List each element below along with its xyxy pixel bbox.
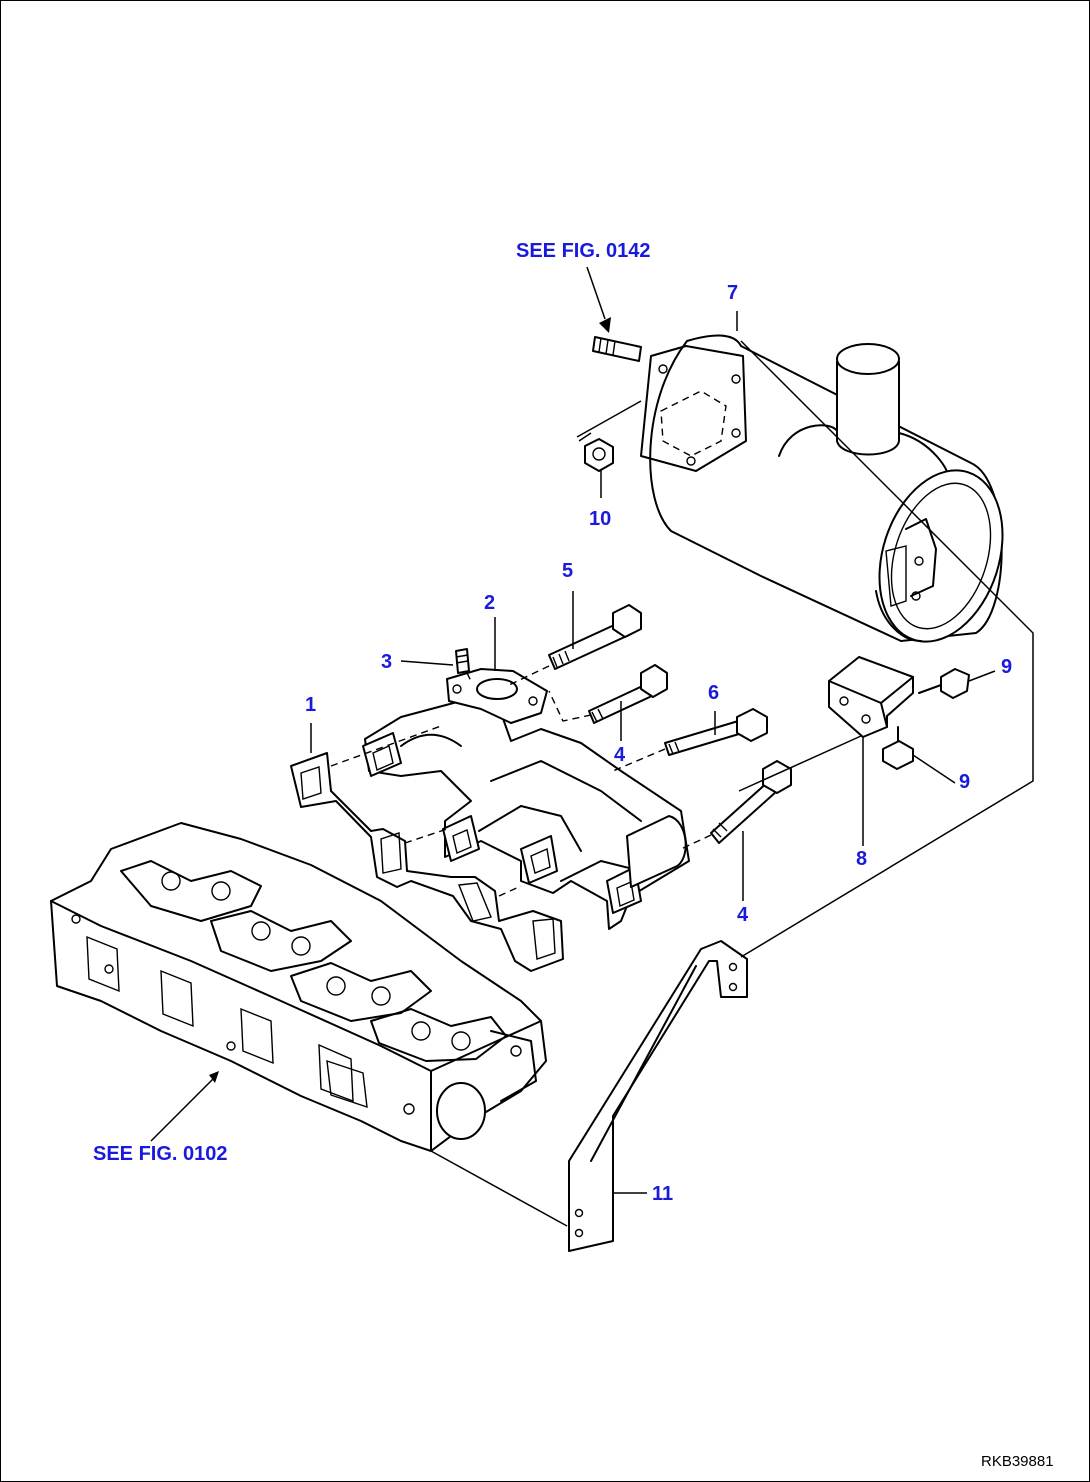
bolt-part-9-upper — [918, 668, 970, 699]
nut-part-10 — [584, 438, 614, 472]
bolt-part-4-lower — [710, 760, 792, 844]
assembly-lines — [330, 340, 1034, 1227]
arrow-head-icon — [209, 1071, 219, 1083]
callout-1[interactable]: 1 — [305, 694, 316, 716]
callout-leaders — [310, 311, 996, 1194]
bolt-part-5 — [548, 604, 642, 670]
stud-bolt-fig0142 — [592, 336, 642, 362]
see-fig-0102-label[interactable]: SEE FIG. 0102 — [93, 1143, 228, 1165]
callout-5[interactable]: 5 — [562, 560, 573, 582]
exhaust-manifold — [362, 668, 690, 930]
bracket-part-8 — [828, 656, 914, 738]
callout-11[interactable]: 11 — [652, 1183, 673, 1205]
callout-4-lower[interactable]: 4 — [737, 904, 749, 926]
callout-2[interactable]: 2 — [484, 592, 495, 614]
muffler — [640, 334, 1004, 643]
see-fig-0142-label[interactable]: SEE FIG. 0142 — [516, 240, 651, 262]
callout-4-upper[interactable]: 4 — [614, 744, 626, 766]
gasket-part-1 — [290, 752, 564, 972]
drawing-code: RKB39881 — [981, 1453, 1054, 1470]
reference-arrows — [150, 266, 611, 1142]
callout-8[interactable]: 8 — [856, 848, 867, 870]
callout-3[interactable]: 3 — [381, 651, 392, 673]
callout-9-lower[interactable]: 9 — [959, 771, 970, 793]
callout-7[interactable]: 7 — [727, 282, 738, 304]
bolt-part-6 — [664, 708, 768, 756]
bolt-part-4-upper — [588, 664, 668, 724]
bolt-part-9-lower — [882, 726, 914, 770]
stud-part-3 — [455, 648, 470, 674]
callout-10[interactable]: 10 — [589, 508, 611, 530]
arrow-head-icon — [599, 317, 611, 333]
cylinder-head — [50, 822, 547, 1152]
callout-9-upper[interactable]: 9 — [1001, 656, 1012, 678]
callout-6[interactable]: 6 — [708, 682, 719, 704]
